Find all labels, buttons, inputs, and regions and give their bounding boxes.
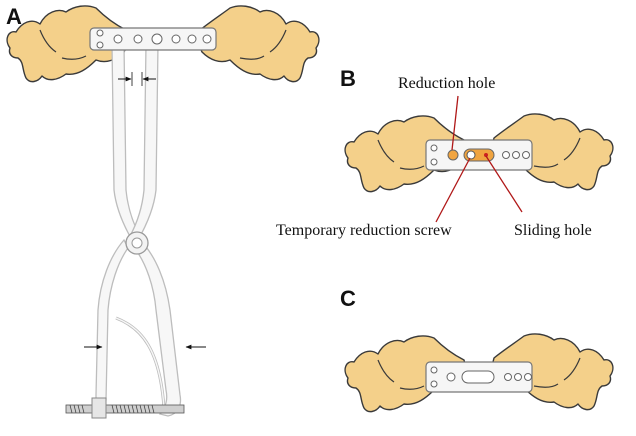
panel-a-letter: A <box>6 4 22 29</box>
panel-a-bone-right <box>197 5 320 83</box>
forceps-arm-upper-right <box>129 43 159 241</box>
leader-temporary-screw <box>435 157 471 223</box>
reduction-forceps <box>65 43 185 419</box>
plate-a-hole-2 <box>133 34 143 44</box>
plate-a-hole-4 <box>171 34 181 44</box>
panel-b-plate <box>425 139 533 171</box>
plate-a-hole-6 <box>202 34 212 44</box>
plate-a-screw-1 <box>96 29 104 37</box>
plate-a-screw-2 <box>96 41 104 49</box>
compression-arrows-top <box>118 72 156 86</box>
label-temporary-reduction-screw: Temporary reduction screw <box>276 222 452 239</box>
plate-a-hole-1 <box>113 34 123 44</box>
plate-a-hole-3 <box>151 33 163 45</box>
panel-c-letter: C <box>340 286 356 311</box>
leader-sliding-hole <box>485 155 523 213</box>
forceps-handle-right <box>135 238 182 417</box>
label-reduction-hole: Reduction hole <box>398 75 495 92</box>
label-sliding-hole: Sliding hole <box>514 222 592 239</box>
plate-a-hole-5 <box>187 34 197 44</box>
forceps-nut <box>91 397 107 419</box>
plate-c-sliding-hole <box>461 370 495 384</box>
panel-c-plate <box>425 361 533 393</box>
panel-a-plate <box>89 27 217 51</box>
reduction-hole <box>447 149 459 161</box>
leader-reduction-hole <box>451 95 459 151</box>
temporary-reduction-screw <box>466 150 476 160</box>
forceps-arm-upper-left <box>111 43 141 241</box>
plate-c-hole <box>446 372 456 382</box>
panel-b-letter: B <box>340 66 356 91</box>
